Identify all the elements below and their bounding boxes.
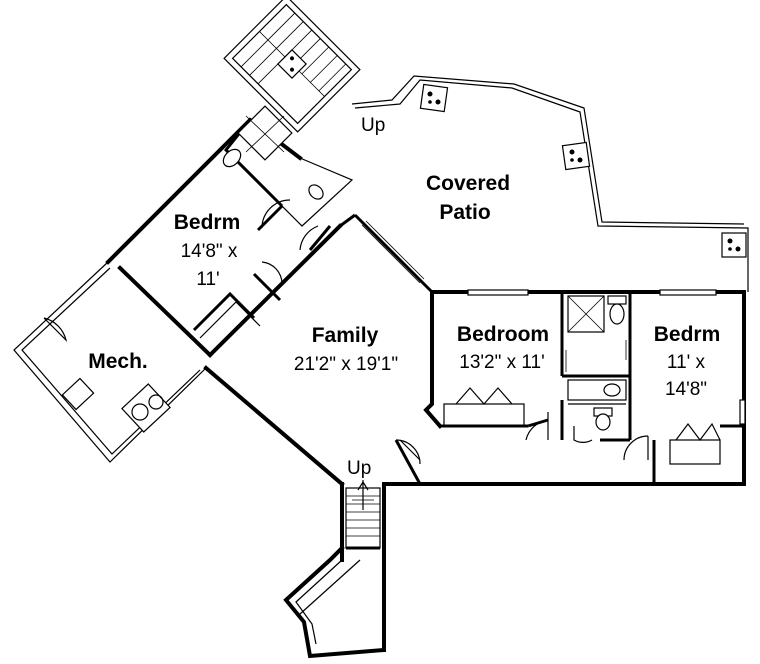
patio-post xyxy=(419,83,449,113)
bedroom-mid-dim: 13'2" x 11' xyxy=(459,352,544,373)
patio-post xyxy=(721,232,747,258)
covered-patio-label-line2: Patio xyxy=(439,201,490,224)
bottom-stairs xyxy=(345,480,381,550)
bedrm-left-label: Bedrm xyxy=(174,211,241,234)
upper-bath xyxy=(222,105,354,251)
mech-label: Mech. xyxy=(88,350,148,373)
patio-post xyxy=(561,141,591,171)
family-label: Family xyxy=(312,324,379,347)
family-window xyxy=(361,220,425,284)
top-stairs-up-label: Up xyxy=(361,115,385,136)
bedrm-left-dim1: 14'8" x xyxy=(181,241,238,262)
lower-entry xyxy=(283,545,387,659)
bottom-stairs-up-label: Up xyxy=(347,458,371,479)
bedrm-right-closet xyxy=(623,422,721,465)
heavy-walls xyxy=(105,117,746,652)
bedrm-right-dim1: 11' x xyxy=(667,352,706,373)
family-dim: 21'2" x 19'1" xyxy=(294,354,398,375)
covered-patio-outline xyxy=(351,75,749,293)
bedrm-right-dim2: 14'8" xyxy=(665,379,707,400)
bedroom-window xyxy=(467,289,746,425)
door-swing xyxy=(395,412,549,465)
mech-room xyxy=(13,261,207,463)
top-stairs xyxy=(223,0,361,133)
covered-patio-label-line1: Covered xyxy=(426,172,510,195)
bedrm-left-dim2: 11' xyxy=(196,269,219,290)
bedrm-closet xyxy=(192,261,283,339)
bedroom-mid-label: Bedroom xyxy=(457,323,549,346)
middle-bath xyxy=(565,295,627,444)
bedrm-right-label: Bedrm xyxy=(654,323,721,346)
bedroom-closet xyxy=(443,387,525,427)
